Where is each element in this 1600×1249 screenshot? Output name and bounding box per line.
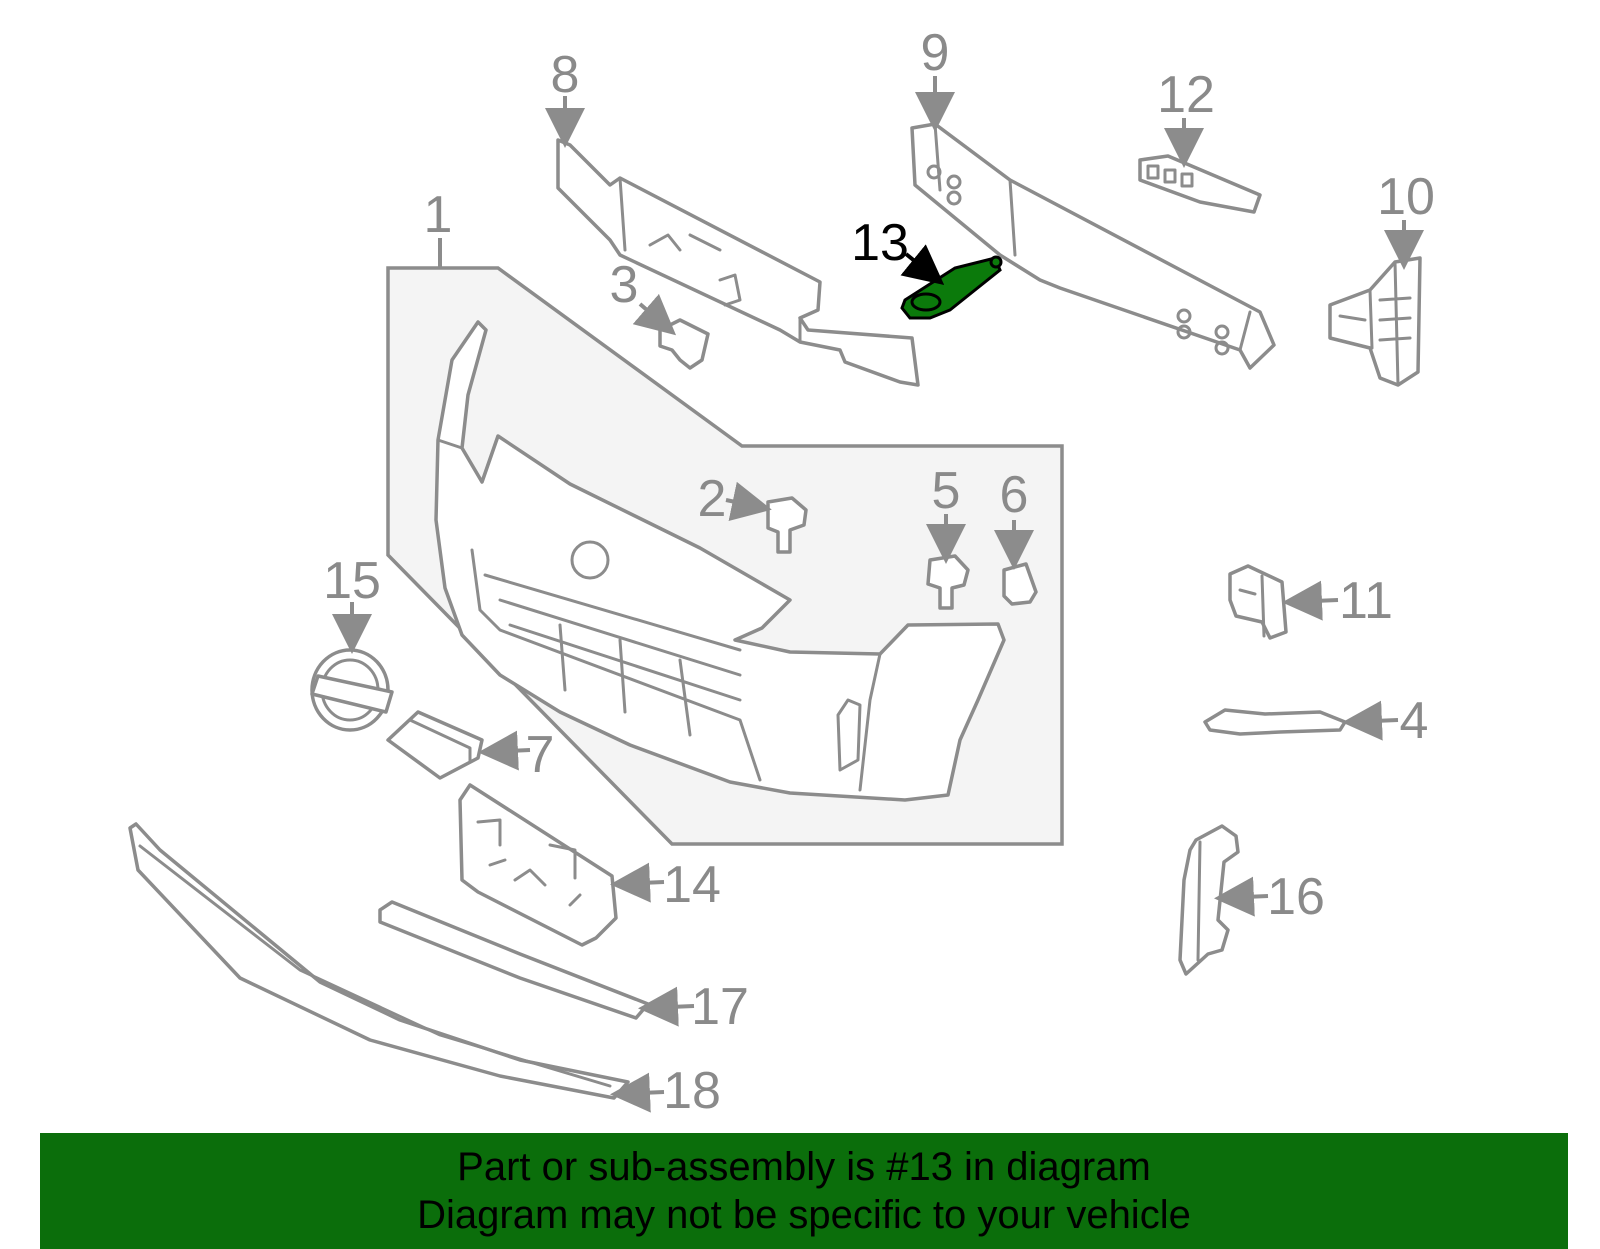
callout-5: 5 — [932, 462, 961, 520]
callout-11: 11 — [1339, 572, 1393, 630]
part-1-bumper-cover[interactable] — [434, 320, 1006, 802]
callout-13: 13 — [851, 214, 909, 272]
callout-15: 15 — [323, 552, 381, 610]
banner-line-2: Diagram may not be specific to your vehi… — [417, 1193, 1191, 1237]
leader-7 — [478, 730, 531, 771]
part-10-side-bracket[interactable] — [1328, 256, 1422, 387]
callout-10: 10 — [1377, 168, 1435, 226]
callout-9: 9 — [921, 24, 950, 82]
callout-17: 17 — [691, 978, 749, 1036]
leader-18 — [610, 1072, 665, 1113]
part-14-bracket[interactable] — [458, 783, 618, 947]
callout-7: 7 — [526, 726, 555, 784]
callout-18: 18 — [663, 1062, 721, 1120]
leader-2 — [725, 481, 772, 521]
part-9-reinforcement[interactable] — [910, 122, 1276, 370]
leader-13 — [900, 244, 945, 286]
leader-3 — [632, 293, 677, 336]
part-12-bracket[interactable] — [1138, 154, 1262, 214]
leader-17 — [638, 986, 695, 1027]
callout-3: 3 — [610, 256, 639, 314]
callout-2: 2 — [698, 470, 727, 528]
leader-4 — [1342, 700, 1399, 741]
part-8-absorber[interactable] — [556, 138, 920, 387]
callout-4: 4 — [1400, 692, 1429, 750]
part-info-banner: Part or sub-assembly is #13 in diagram D… — [40, 1133, 1568, 1249]
banner-line-1: Part or sub-assembly is #13 in diagram — [457, 1145, 1151, 1189]
part-13-tow-hook[interactable] — [900, 255, 1003, 320]
leader-16 — [1214, 876, 1269, 917]
part-4-bracket[interactable] — [1203, 708, 1347, 736]
leader-14 — [610, 862, 665, 903]
part-16-side-marker[interactable] — [1178, 824, 1240, 976]
leader-11 — [1282, 580, 1339, 621]
part-7-bracket[interactable] — [386, 710, 484, 780]
callout-16: 16 — [1267, 868, 1325, 926]
callout-6: 6 — [1000, 466, 1029, 524]
part-11-bracket[interactable] — [1228, 564, 1288, 640]
callout-14: 14 — [663, 856, 721, 914]
callout-8: 8 — [551, 46, 580, 104]
callout-12: 12 — [1157, 66, 1215, 124]
callout-1: 1 — [424, 186, 453, 244]
part-2-clip[interactable] — [766, 496, 808, 554]
part-15-emblem[interactable] — [310, 648, 394, 732]
